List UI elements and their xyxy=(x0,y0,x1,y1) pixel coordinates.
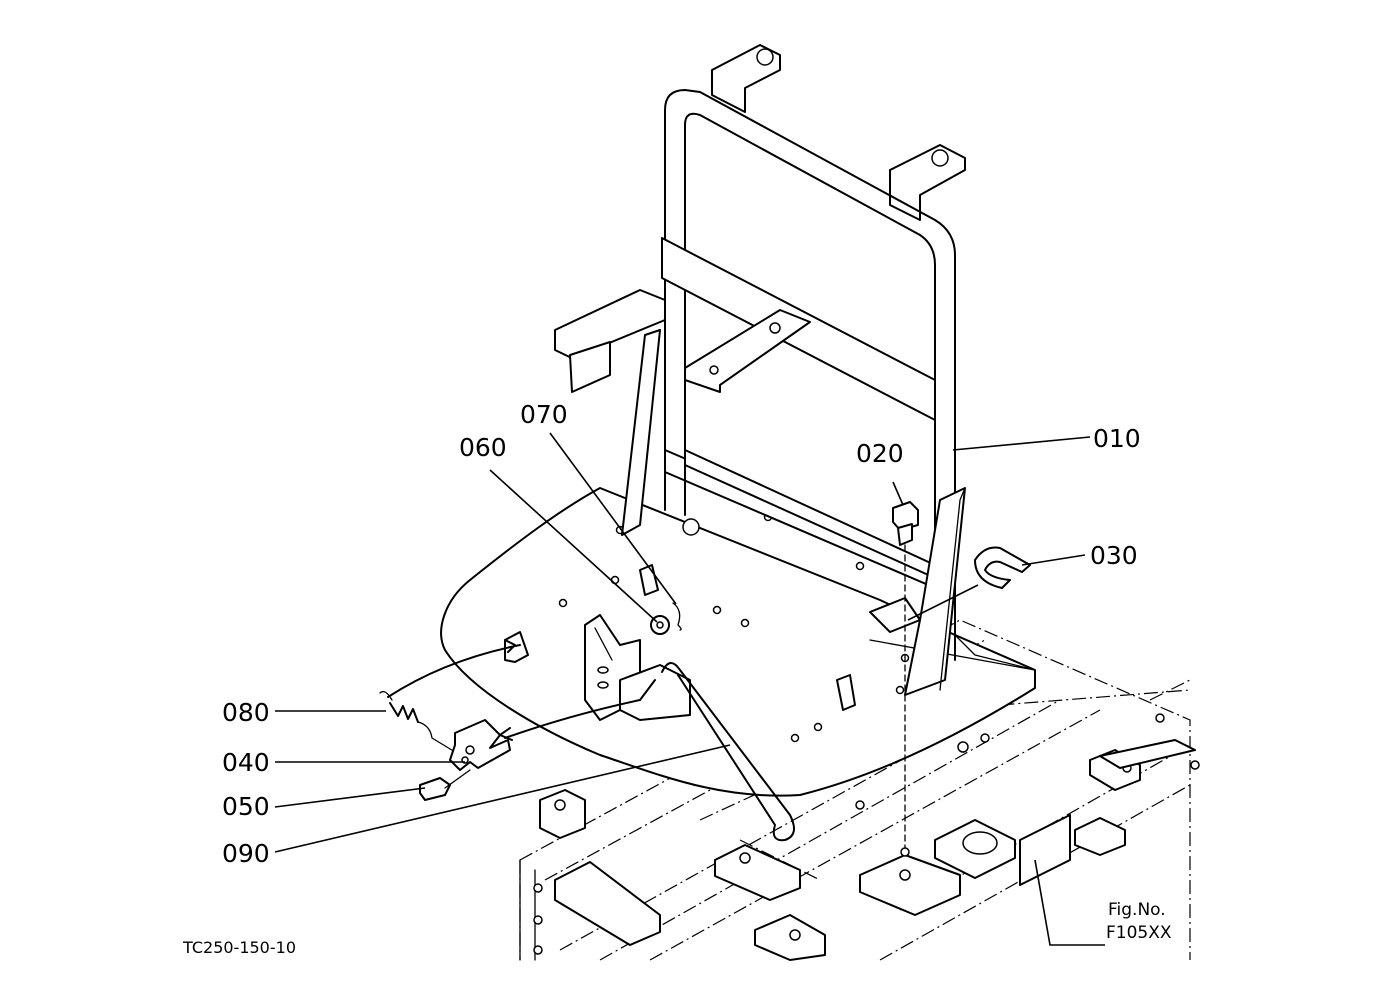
leader-lines xyxy=(274,432,1105,946)
bolt-020 xyxy=(892,501,919,857)
callout-060: 060 xyxy=(459,433,507,462)
callout-010: 010 xyxy=(1093,424,1141,453)
callout-050: 050 xyxy=(222,792,270,821)
callout-020: 020 xyxy=(856,439,904,468)
wire-rod-090 xyxy=(661,662,795,842)
seat-stay-frame xyxy=(661,44,966,696)
callout-labels: 010 020 030 040 050 060 070 080 090 xyxy=(222,400,1141,868)
fig-no-label: Fig.No. xyxy=(1108,900,1166,920)
latch-040 xyxy=(449,679,656,771)
u-clip-030 xyxy=(974,546,1031,589)
drawing-number: TC250-150-10 xyxy=(182,938,296,957)
fig-no-value: F105XX xyxy=(1106,923,1172,943)
callout-090: 090 xyxy=(222,839,270,868)
callout-030: 030 xyxy=(1090,541,1138,570)
callout-040: 040 xyxy=(222,748,270,777)
pin-050 xyxy=(419,769,471,801)
chassis-frame xyxy=(519,619,1200,961)
callout-080: 080 xyxy=(222,698,270,727)
callout-070: 070 xyxy=(520,400,568,429)
spring-080 xyxy=(379,639,521,756)
left-side-bracket xyxy=(554,289,666,536)
